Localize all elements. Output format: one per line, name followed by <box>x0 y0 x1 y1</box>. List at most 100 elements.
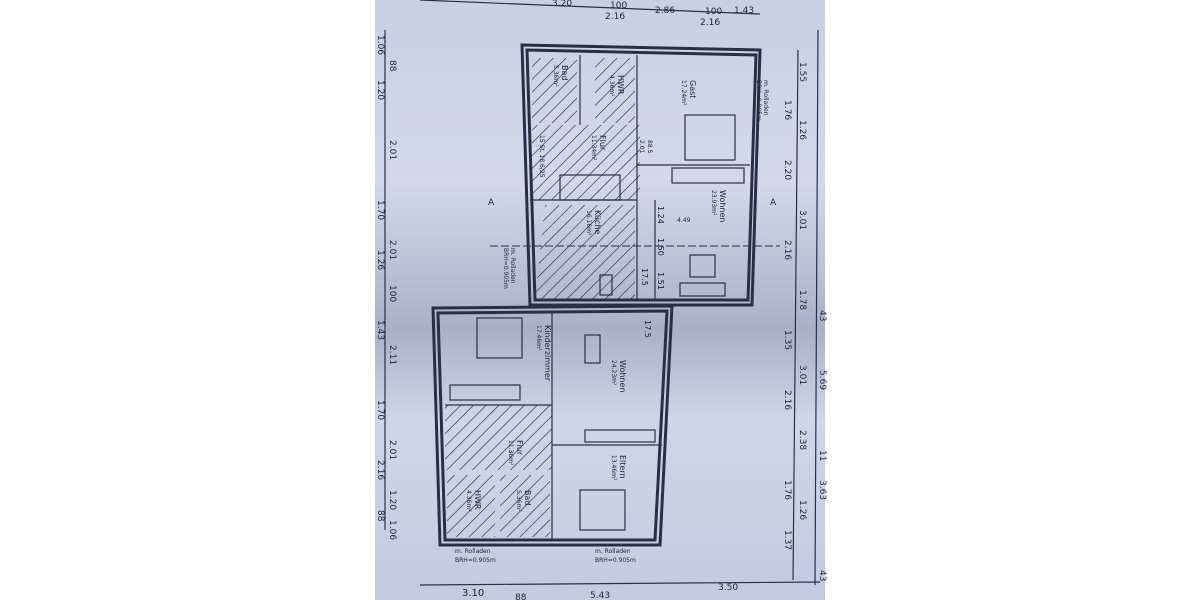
room-area-kinder: 17.46m² <box>535 325 542 351</box>
dim-label: 1.70 <box>375 200 385 220</box>
dim-label: 2.20 <box>782 160 792 180</box>
room-name-kinder: Kinderzimmer <box>543 325 552 382</box>
rolladen-note: m. Rolladen <box>455 548 491 555</box>
door-dim: 88.5 <box>646 140 653 154</box>
room-area-eltern: 13.46m² <box>610 455 617 481</box>
bed-icon <box>476 317 523 359</box>
dim-label: 2.16 <box>375 460 385 480</box>
dim-label: 3.10 <box>462 588 484 599</box>
bed-icon <box>684 114 736 161</box>
dim-label: 3.01 <box>797 365 807 385</box>
wardrobe-icon <box>671 167 745 184</box>
dim-label: 100 <box>610 1 627 11</box>
brh-note: BRH=0.905m <box>595 557 636 564</box>
dim-label: 1.51 <box>656 272 665 290</box>
dim-label: 1.50 <box>656 238 665 256</box>
dim-label: 3.50 <box>718 583 738 593</box>
dim-label: 43 <box>817 310 827 321</box>
dim-label: 100 <box>387 285 397 302</box>
table-icon <box>689 254 716 278</box>
room-area-kueche: 16.16m² <box>585 210 592 236</box>
dim-label: 2.01 <box>387 240 397 260</box>
stairs-upper <box>559 174 621 201</box>
brh-note: BRH=0.905m <box>502 248 509 289</box>
dim-label: 1.55 <box>797 62 807 82</box>
dim-label: 1.43 <box>375 320 385 340</box>
dim-label: 1.20 <box>375 80 385 100</box>
bottom-dimension-line: 3.10 88 5.43 3.50 <box>419 581 821 600</box>
brh-note: BRH=0.905m <box>755 80 762 121</box>
room-flur-upper <box>532 125 640 200</box>
room-area-hwr1: 4.36m² <box>608 75 615 97</box>
dim-label: 1.37 <box>782 530 792 550</box>
room-area-flur2: 11.36m² <box>507 440 514 466</box>
lower-unit: m. Rolladen BRH=0.905m m. Rolladen BRH=0… <box>431 304 674 564</box>
top-dimension-line: 3.20 100 2.16 2.86 100 2.16 1.43 <box>419 0 761 28</box>
dim-label: 1.76 <box>782 480 792 500</box>
dim-label: 1.26 <box>797 500 807 520</box>
section-mark-right: A <box>770 198 777 208</box>
room-name-flur2: Flur <box>515 440 524 456</box>
room-area-wohnen2: 24.23m² <box>610 360 617 386</box>
room-flur-lower <box>445 405 552 470</box>
rolladen-note: m. Rolladen <box>509 248 516 284</box>
dim-label: 2.16 <box>605 12 625 22</box>
dim-label: 3.63 <box>817 480 827 500</box>
room-name-wohnen2: Wohnen <box>618 360 627 392</box>
dim-label: 17.5 <box>643 320 652 338</box>
section-mark-left: A <box>488 198 495 208</box>
room-hwr-upper <box>595 58 635 123</box>
upper-unit: A A 4.49 <box>488 43 780 307</box>
dim-label: 2.16 <box>782 240 792 260</box>
left-dimension-lines: 1.06881.202.011.702.011.261001.432.111.7… <box>375 30 397 540</box>
table-icon <box>584 334 601 364</box>
kitchen-counter-icon <box>584 429 656 443</box>
dim-label: 1.43 <box>734 6 754 16</box>
rolladen-note: m. Rolladen <box>595 548 631 555</box>
dim-label: 1.78 <box>797 290 807 310</box>
room-area-hwr2: 4.36m² <box>465 490 472 512</box>
dim-label: 4.49 <box>677 217 691 224</box>
dim-label: 2.16 <box>782 390 792 410</box>
dim-label: 1.26 <box>375 250 385 270</box>
dim-label: 2.86 <box>655 6 675 16</box>
room-area-flur1: 11.34m² <box>590 135 597 161</box>
room-name-gast: Gast <box>688 80 697 98</box>
dim-label: 5.43 <box>590 591 610 600</box>
dim-label: 2.11 <box>387 345 397 365</box>
room-name-wohnen1: Wohnen <box>718 190 727 222</box>
brh-note: BRH=0.905m <box>455 557 496 564</box>
room-name-hwr1: HWR <box>616 75 625 95</box>
room-hwr-lower <box>447 475 495 537</box>
dim-label: 2.16 <box>700 18 720 28</box>
dim-label: 1.76 <box>782 100 792 120</box>
room-bad-upper <box>532 58 577 123</box>
door-dim: 2.01 <box>638 140 645 154</box>
rolladen-note: m. Rolladen <box>762 80 769 116</box>
dim-label: 100 <box>705 7 722 17</box>
dim-label: 2.38 <box>797 430 807 450</box>
room-area-bad2: 5.36m² <box>515 490 522 512</box>
stairs-label: 15 St. 18.6/25 <box>538 135 545 178</box>
room-name-flur1: Flur <box>598 135 607 151</box>
dim-label: 88 <box>515 593 527 600</box>
room-name-bad1: Bad <box>560 65 569 80</box>
dim-label: 17.5 <box>640 268 649 286</box>
room-name-hwr2: HWR <box>473 490 482 510</box>
room-bad-lower <box>500 475 550 537</box>
room-kueche <box>535 205 635 300</box>
dim-label: 43 <box>817 570 827 581</box>
dim-label: 88 <box>387 60 397 72</box>
dim-label: 88 <box>375 510 385 522</box>
dim-label: 1.20 <box>387 490 397 510</box>
dim-label: 5.69 <box>817 370 827 390</box>
dim-label: 1.06 <box>387 520 397 540</box>
dim-label: 11 <box>817 450 827 461</box>
dining-table-icon <box>599 274 613 296</box>
dim-label: 2.01 <box>387 440 397 460</box>
dim-label: 3.01 <box>797 210 807 230</box>
dim-label: 1.35 <box>782 330 792 350</box>
dim-label: 1.06 <box>375 35 385 55</box>
right-dimension-lines: 1.55 1.76 1.26 2.20 3.01 2.16 1.78 1.35 3.01 2.16… <box>782 29 827 586</box>
